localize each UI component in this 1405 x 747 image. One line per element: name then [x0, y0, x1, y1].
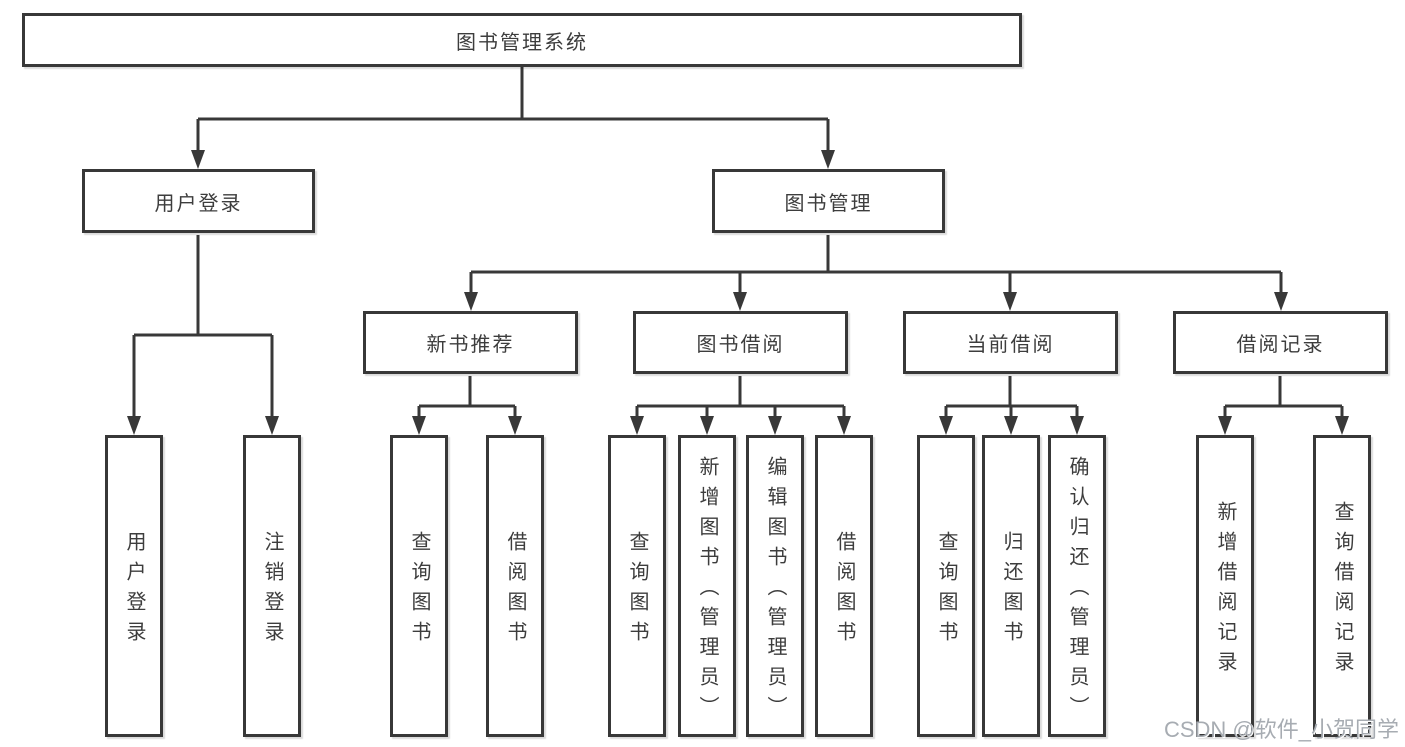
arrow-down-icon — [1218, 416, 1232, 435]
node-nb-query-books-label: 查询图书 — [408, 531, 430, 651]
arrow-down-icon — [508, 416, 522, 435]
node-login-user-login-label: 用户登录 — [123, 531, 145, 651]
arrow-down-icon — [821, 150, 835, 169]
arrow-down-icon — [1003, 292, 1017, 311]
node-cb-return-books-label: 归还图书 — [1000, 531, 1022, 651]
arrow-down-icon — [939, 416, 953, 435]
node-book-management: 图书管理 — [712, 169, 945, 233]
arrow-down-icon — [1274, 292, 1288, 311]
node-new-book-recommend-label: 新书推荐 — [426, 334, 515, 356]
node-br-query-record-label: 查询借阅记录 — [1331, 501, 1353, 681]
node-bb-add-books-admin-label: 新增图书（管理员） — [696, 456, 718, 726]
node-bb-borrow-books: 借阅图书 — [815, 435, 873, 737]
arrow-down-icon — [700, 416, 714, 435]
connector-paths — [132, 67, 1344, 419]
node-cb-confirm-return-admin-label: 确认归还（管理员） — [1066, 456, 1088, 726]
arrow-down-icon — [733, 292, 747, 311]
node-root-label: 图书管理系统 — [456, 31, 588, 54]
arrow-down-icon — [464, 292, 478, 311]
node-new-book-recommend: 新书推荐 — [363, 311, 578, 374]
node-bb-query-books: 查询图书 — [608, 435, 666, 737]
arrow-down-icon — [265, 416, 279, 435]
node-bb-borrow-books-label: 借阅图书 — [833, 531, 855, 651]
node-nb-borrow-books: 借阅图书 — [486, 435, 544, 737]
node-bb-query-books-label: 查询图书 — [626, 531, 648, 651]
node-book-borrowing: 图书借阅 — [633, 311, 848, 374]
node-br-add-record: 新增借阅记录 — [1196, 435, 1254, 737]
node-user-login-label: 用户登录 — [154, 192, 243, 215]
node-cb-return-books: 归还图书 — [982, 435, 1040, 737]
node-book-borrowing-label: 图书借阅 — [696, 334, 785, 356]
node-bb-add-books-admin: 新增图书（管理员） — [678, 435, 736, 737]
node-login-user-login: 用户登录 — [105, 435, 163, 737]
arrow-down-icon — [1335, 416, 1349, 435]
arrow-down-icon — [1004, 416, 1018, 435]
arrow-down-icon — [1070, 416, 1084, 435]
arrow-down-icon — [412, 416, 426, 435]
arrow-down-icon — [768, 416, 782, 435]
node-br-add-record-label: 新增借阅记录 — [1214, 501, 1236, 681]
node-current-borrowing-label: 当前借阅 — [966, 334, 1055, 356]
node-br-query-record: 查询借阅记录 — [1313, 435, 1371, 737]
node-cb-confirm-return-admin: 确认归还（管理员） — [1048, 435, 1106, 737]
node-root: 图书管理系统 — [22, 13, 1022, 67]
node-nb-query-books: 查询图书 — [390, 435, 448, 737]
arrow-down-icon — [127, 416, 141, 435]
arrow-down-icon — [837, 416, 851, 435]
node-cb-query-books: 查询图书 — [917, 435, 975, 737]
node-bb-edit-books-admin: 编辑图书（管理员） — [746, 435, 804, 737]
node-nb-borrow-books-label: 借阅图书 — [504, 531, 526, 651]
node-bb-edit-books-admin-label: 编辑图书（管理员） — [764, 456, 786, 726]
node-login-logout: 注销登录 — [243, 435, 301, 737]
arrowhead-icons — [127, 150, 1349, 435]
arrow-down-icon — [191, 150, 205, 169]
node-cb-query-books-label: 查询图书 — [935, 531, 957, 651]
node-borrowing-records-label: 借阅记录 — [1236, 334, 1325, 356]
node-book-management-label: 图书管理 — [784, 192, 873, 215]
node-current-borrowing: 当前借阅 — [903, 311, 1118, 374]
node-user-login: 用户登录 — [82, 169, 315, 233]
node-login-logout-label: 注销登录 — [261, 531, 283, 651]
watermark: CSDN @软件_小贺同学 — [1163, 717, 1399, 742]
node-borrowing-records: 借阅记录 — [1173, 311, 1388, 374]
arrow-down-icon — [630, 416, 644, 435]
